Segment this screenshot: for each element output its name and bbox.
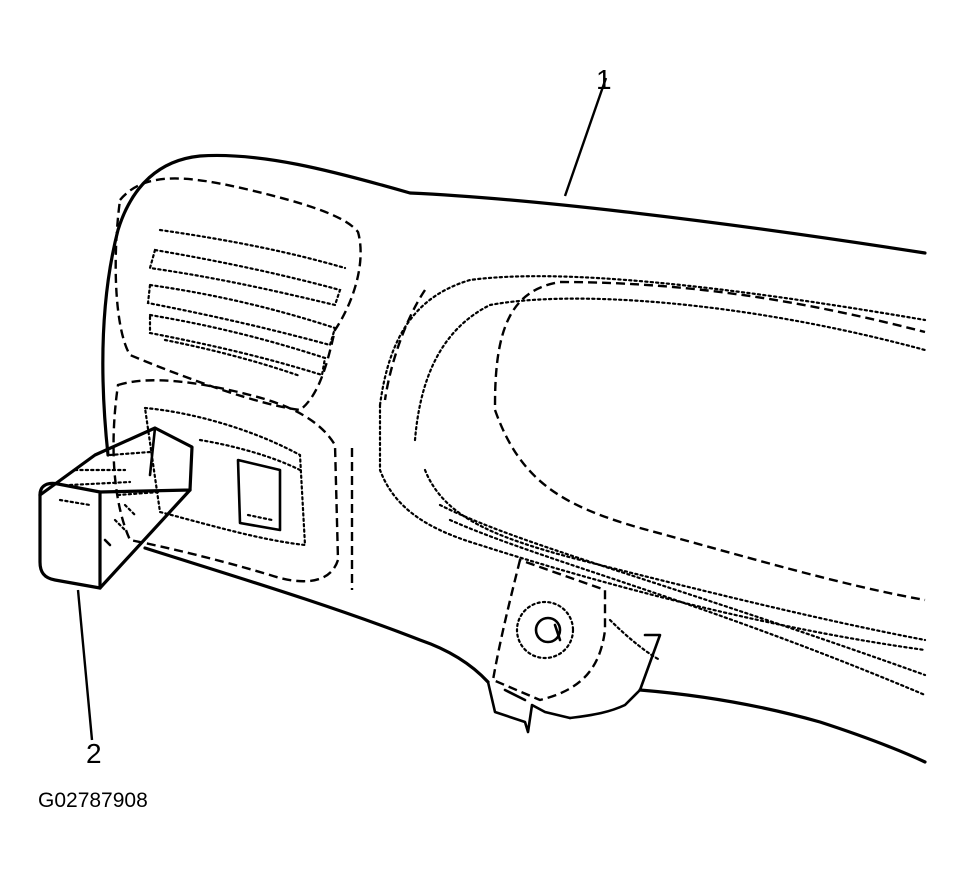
leader-line-2 bbox=[76, 589, 94, 741]
switch-square bbox=[236, 458, 282, 532]
switch-pocket bbox=[143, 406, 307, 547]
figure-id: G02787908 bbox=[38, 789, 148, 812]
lower-switch-housing bbox=[491, 558, 607, 702]
instrument-panel bbox=[101, 153, 927, 764]
callout-2: 2 bbox=[86, 738, 102, 769]
panel-lower-edge bbox=[143, 546, 490, 684]
lower-tab bbox=[486, 680, 572, 734]
vent-housing bbox=[114, 177, 362, 412]
vent-louvers bbox=[146, 228, 347, 378]
callout-1: 1 bbox=[596, 64, 612, 95]
panel-bottom-trim bbox=[638, 688, 927, 764]
switch-top-face bbox=[38, 426, 194, 497]
leader-line-1 bbox=[563, 77, 608, 197]
switch-module bbox=[38, 426, 194, 590]
panel-top-edge bbox=[101, 153, 927, 457]
cluster-opening-inner bbox=[493, 280, 926, 406]
lower-knob bbox=[515, 600, 575, 660]
switch-detail bbox=[58, 450, 162, 507]
cluster-opening-outer bbox=[378, 275, 927, 407]
switch-bezel bbox=[112, 379, 340, 583]
switch-side-face bbox=[98, 488, 192, 590]
switch-front-face bbox=[38, 481, 102, 590]
